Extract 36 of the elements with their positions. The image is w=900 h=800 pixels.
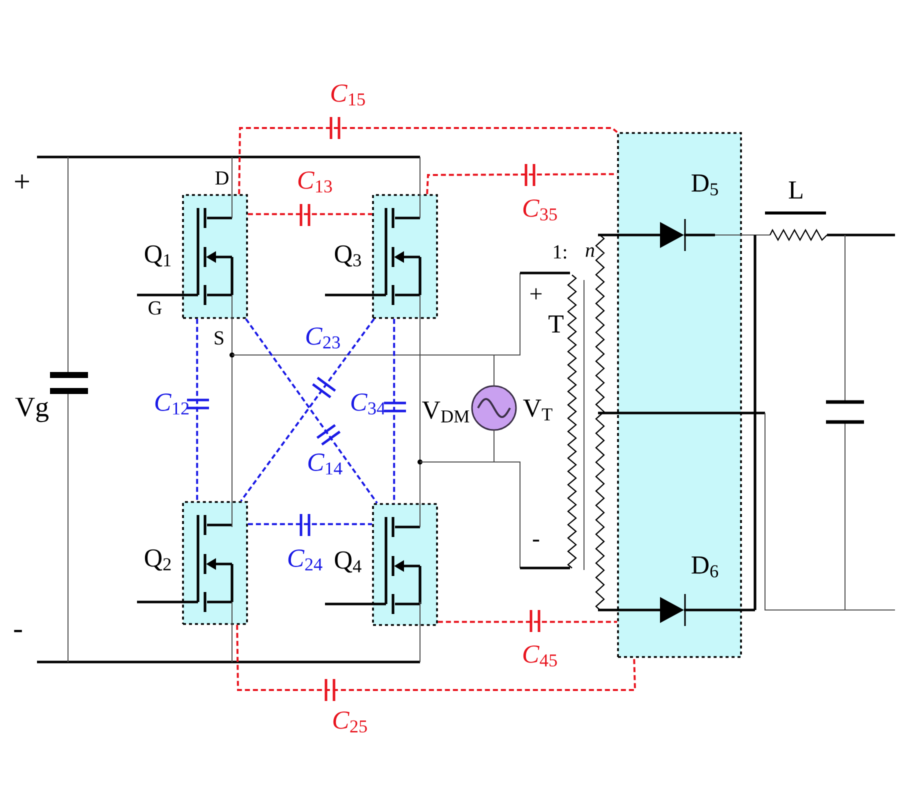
text-label: + (530, 288, 542, 300)
text-label: + (15, 174, 29, 188)
edge-label: C$_{35}$ (523, 199, 557, 221)
edge-label: C$_{15}$ (331, 84, 365, 106)
edge-label: C$_{24}$ (288, 550, 322, 570)
capacitor-line (438, 608, 618, 634)
component-label: Q$_{1}$ (144, 245, 171, 267)
edge-label: C$_{45}$ (523, 645, 557, 667)
component-label: V$_{DM}$ (422, 402, 470, 422)
capacitor-line (236, 624, 636, 702)
text-label: G (148, 301, 162, 315)
capacitor-line (248, 512, 372, 538)
capacitor-line (238, 116, 618, 194)
component-label: Q$_{3}$ (334, 245, 361, 267)
edge-label: C$_{25}$ (333, 711, 367, 733)
text-label: T (548, 316, 564, 332)
text-label: S (214, 331, 224, 345)
text-label: Vg (15, 398, 49, 422)
capacitor-line (186, 318, 210, 502)
text-label: 1: (554, 245, 566, 259)
edge-label: C$_{34}$ (351, 393, 386, 415)
component-label: Q$_{2}$ (144, 549, 171, 571)
text-label: L (788, 182, 802, 198)
edge-label: C$_{12}$ (155, 394, 189, 414)
edge-label: C$_{14}$ (308, 454, 342, 474)
component-label: V$_{T}$ (523, 400, 552, 420)
edge-label: C$_{23}$ (306, 327, 340, 349)
capacitor-line (248, 202, 372, 228)
text-label: - (532, 540, 540, 542)
text-label: D (215, 171, 228, 185)
component-label: Q$_{4}$ (334, 551, 362, 573)
text-label: - (14, 630, 22, 632)
component-label: D$_{5}$ (692, 174, 718, 196)
edge-label: C$_{13}$ (298, 171, 332, 193)
component-label: D$_{6}$ (692, 556, 718, 578)
text-label: n (586, 247, 594, 257)
